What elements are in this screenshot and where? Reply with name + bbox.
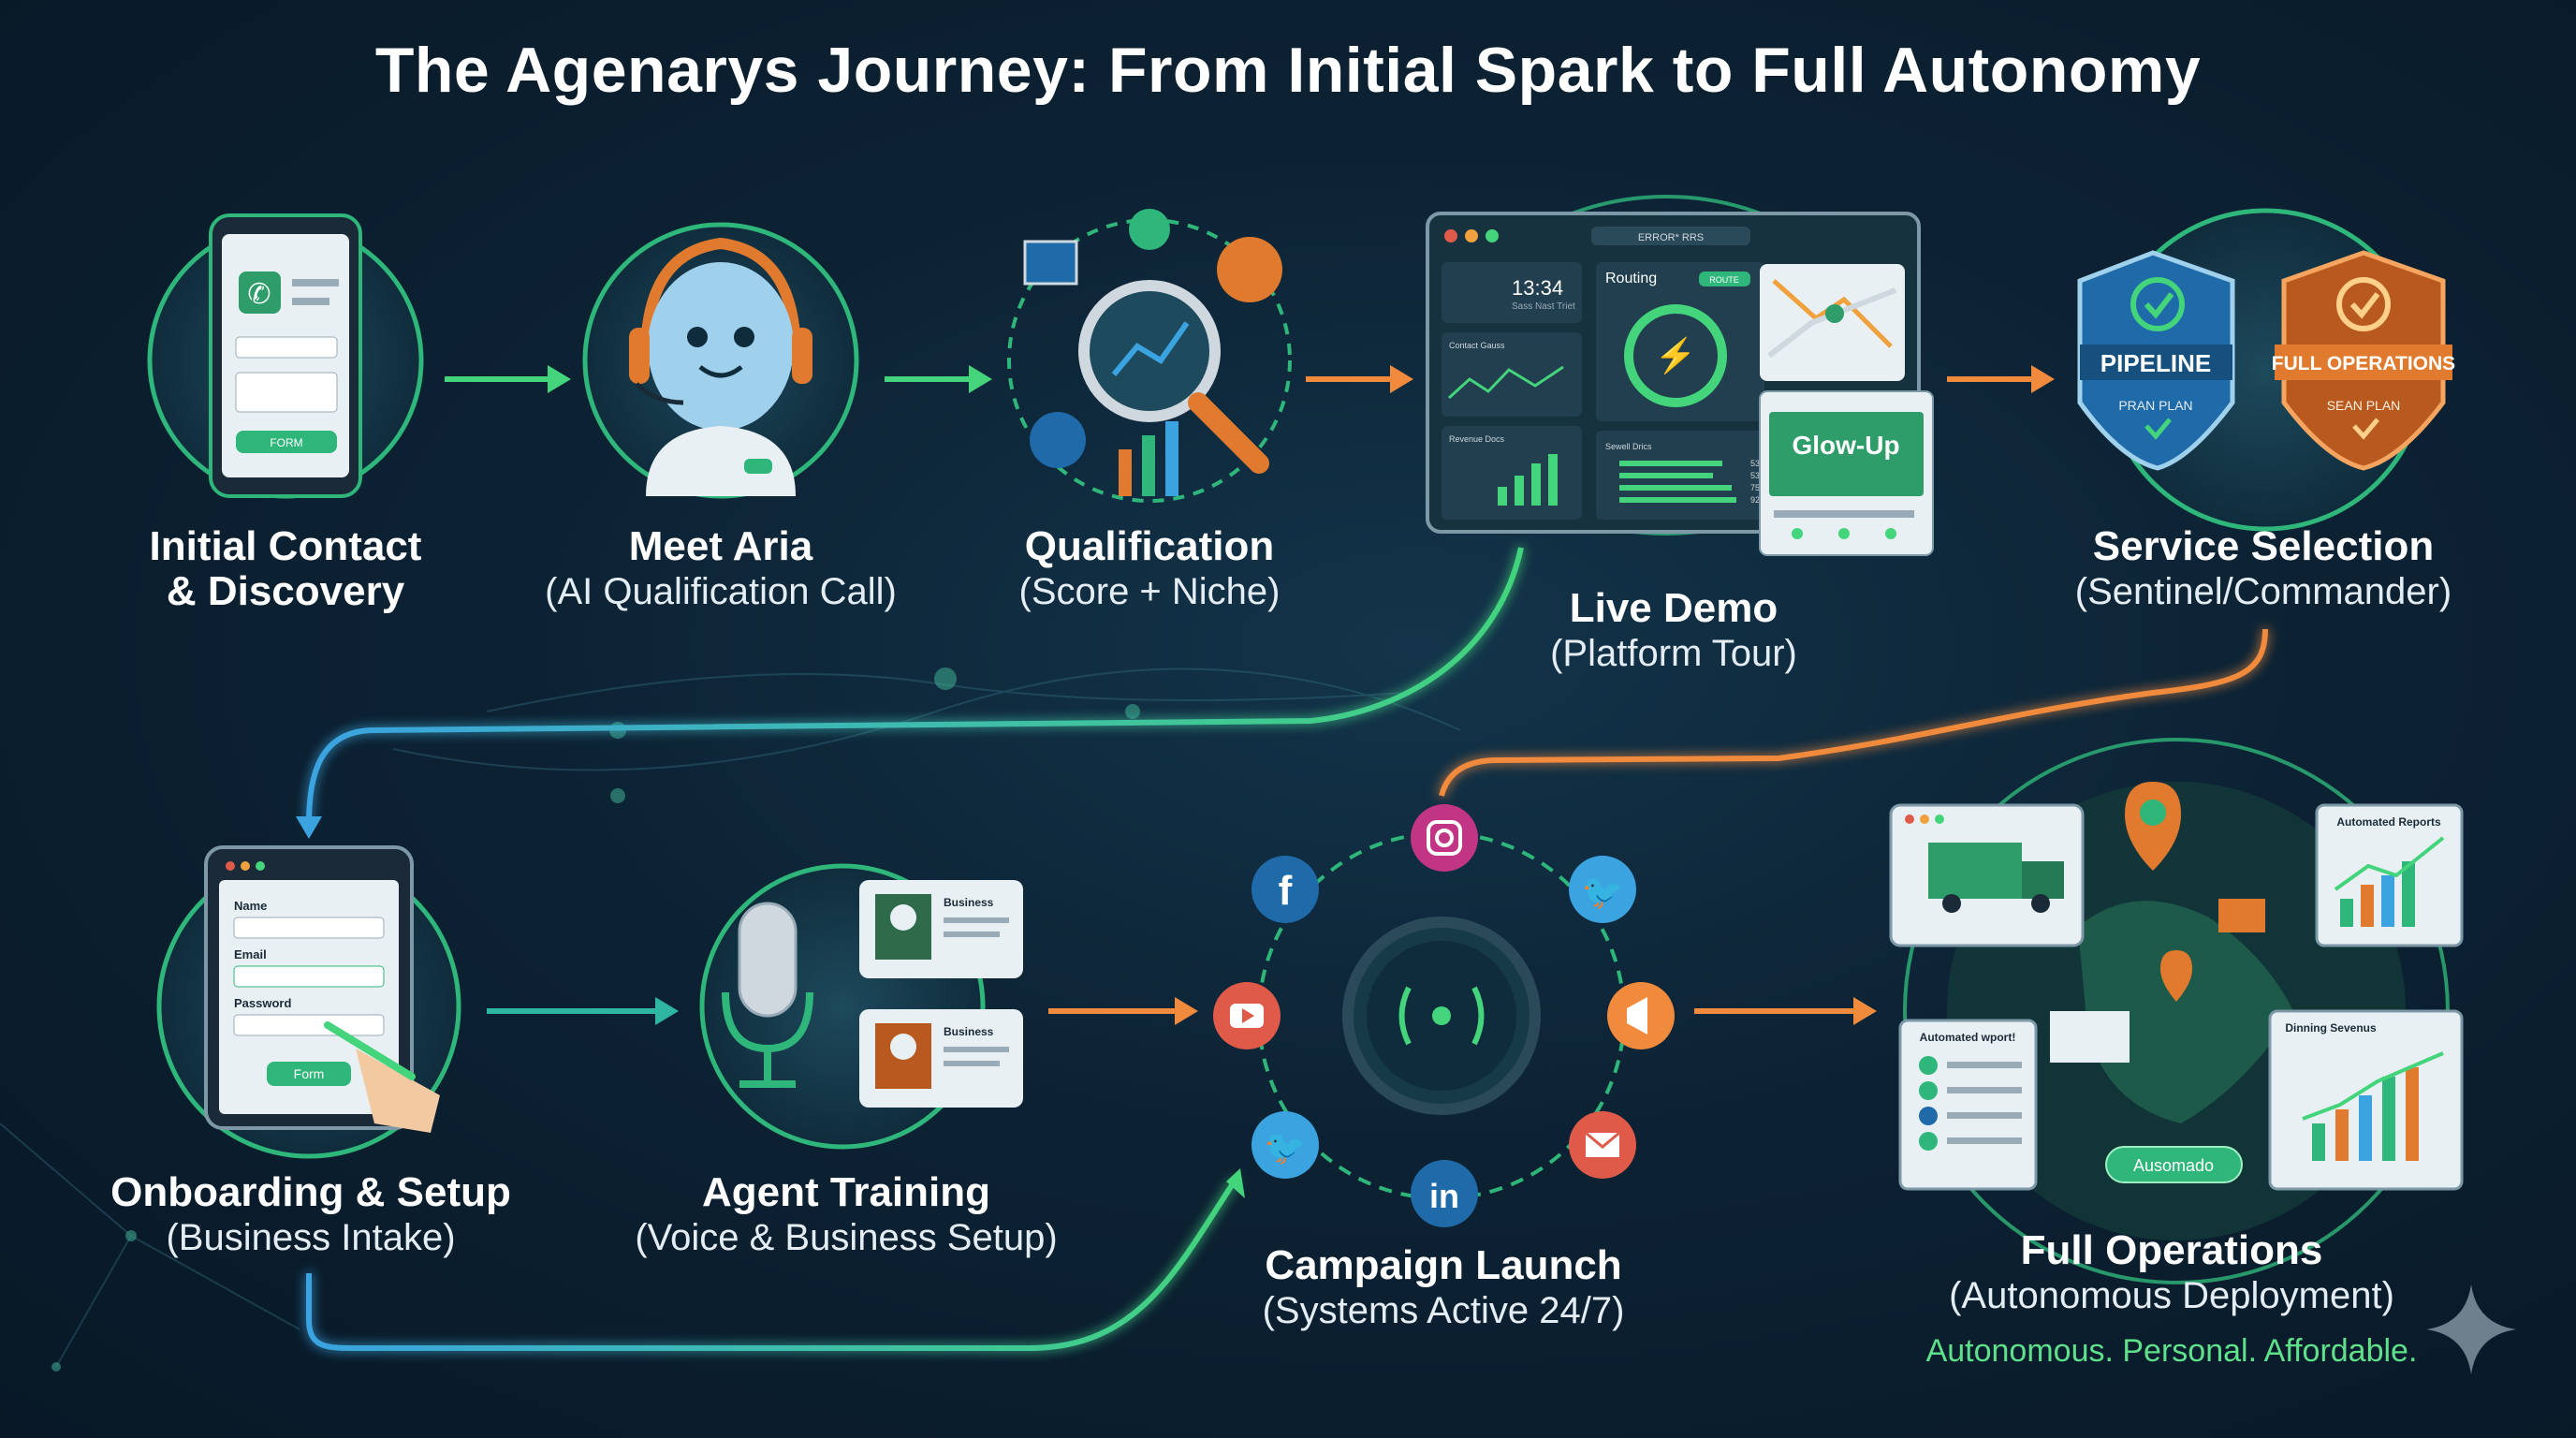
svg-text:ERROR* RRS: ERROR* RRS xyxy=(1638,232,1704,243)
flow-arrowhead xyxy=(296,816,322,839)
step-qualification-icon xyxy=(1007,209,1292,503)
svg-text:PIPELINE: PIPELINE xyxy=(2100,349,2211,377)
svg-text:Sass Nast Triet: Sass Nast Triet xyxy=(1512,301,1575,312)
step-live-demo-icon: ERROR* RRS 13:34 Sass Nast Triet Contact… xyxy=(1426,195,1934,556)
step-label-live-demo: Live Demo (Platform Tour) xyxy=(1550,585,1797,675)
step-label-service-selection: Service Selection (Sentinel/Commander) xyxy=(2074,523,2452,613)
step-label-initial-contact: Initial Contact & Discovery xyxy=(149,523,422,614)
svg-text:⚡: ⚡ xyxy=(1655,336,1697,375)
svg-text:SEAN PLAN: SEAN PLAN xyxy=(2327,398,2401,413)
svg-text:ROUTE: ROUTE xyxy=(1709,275,1739,285)
step-label-onboarding: Onboarding & Setup (Business Intake) xyxy=(110,1169,511,1259)
svg-text:Name: Name xyxy=(234,899,267,913)
step-initial-contact-icon: ✆ FORM xyxy=(147,213,424,499)
svg-text:13:34: 13:34 xyxy=(1512,276,1563,300)
svg-text:Contact Gauss: Contact Gauss xyxy=(1449,341,1505,350)
step-campaign-launch-icon: f 🐦 🐦 in xyxy=(1213,804,1675,1227)
flow-arrowhead xyxy=(1226,1168,1245,1198)
background-nodes xyxy=(51,668,1140,1372)
step-meet-aria-icon xyxy=(582,222,859,499)
page-title: The Agenarys Journey: From Initial Spark… xyxy=(374,35,2202,106)
svg-text:PRAN PLAN: PRAN PLAN xyxy=(2118,398,2192,413)
step-label-full-operations: Full Operations (Autonomous Deployment) xyxy=(1949,1227,2394,1317)
flow-demo-to-onboarding xyxy=(306,547,1524,825)
step-arrows xyxy=(445,365,2055,1025)
step-label-meet-aria: Meet Aria (AI Qualification Call) xyxy=(545,523,897,613)
step-full-operations-icon: Automated Reports Automated wport! Dinni… xyxy=(1889,738,2464,1284)
svg-text:Glow-Up: Glow-Up xyxy=(1792,431,1899,460)
svg-text:Dinning Sevenus: Dinning Sevenus xyxy=(2285,1021,2377,1034)
svg-text:in: in xyxy=(1429,1177,1459,1215)
step-onboarding-icon: Name Email Password Form xyxy=(156,845,461,1159)
tagline: Autonomous. Personal. Affordable. xyxy=(1925,1333,2418,1369)
plan-shield-pipeline: PIPELINE PRAN PLAN xyxy=(2077,250,2235,471)
svg-text:✆: ✆ xyxy=(247,279,271,310)
svg-text:f: f xyxy=(1279,868,1293,914)
svg-text:Email: Email xyxy=(234,947,267,961)
twitter-icon-2 xyxy=(1251,1111,1319,1179)
sparkle-icon xyxy=(2426,1284,2516,1374)
svg-text:FULL OPERATIONS: FULL OPERATIONS xyxy=(2272,353,2455,374)
svg-text:Business: Business xyxy=(944,896,994,909)
flow-selection-to-launch xyxy=(1439,628,2268,797)
svg-text:Password: Password xyxy=(234,996,291,1010)
step-label-agent-training: Agent Training (Voice & Business Setup) xyxy=(635,1169,1058,1259)
flow-onboarding-to-launch xyxy=(306,1178,1238,1351)
svg-text:Routing: Routing xyxy=(1605,271,1657,286)
svg-text:Revenue Docs: Revenue Docs xyxy=(1449,434,1505,444)
svg-text:Sewell Drics: Sewell Drics xyxy=(1605,442,1652,451)
phone-form-button: FORM xyxy=(270,436,302,449)
step-label-qualification: Qualification (Score + Niche) xyxy=(1018,523,1281,613)
svg-text:Form: Form xyxy=(294,1066,325,1081)
step-agent-training-icon: Business Business xyxy=(699,863,1023,1150)
svg-text:Automated wport!: Automated wport! xyxy=(1920,1031,2016,1044)
plan-shield-full-operations: FULL OPERATIONS SEAN PLAN xyxy=(2272,250,2455,471)
svg-text:Business: Business xyxy=(944,1025,994,1038)
instagram-icon xyxy=(1411,804,1478,872)
svg-text:Ausomado: Ausomado xyxy=(2133,1156,2214,1175)
linkedin-icon xyxy=(1411,1160,1478,1227)
svg-text:🐦: 🐦 xyxy=(1265,1128,1307,1167)
twitter-icon xyxy=(1569,856,1636,923)
svg-text:Automated Reports: Automated Reports xyxy=(2336,815,2441,829)
step-service-selection-icon: PIPELINE PRAN PLAN FULL OPERATIONS SEAN … xyxy=(2077,208,2455,532)
step-label-campaign-launch: Campaign Launch (Systems Active 24/7) xyxy=(1262,1242,1625,1332)
facebook-icon xyxy=(1251,856,1319,923)
svg-text:🐦: 🐦 xyxy=(1582,873,1624,911)
